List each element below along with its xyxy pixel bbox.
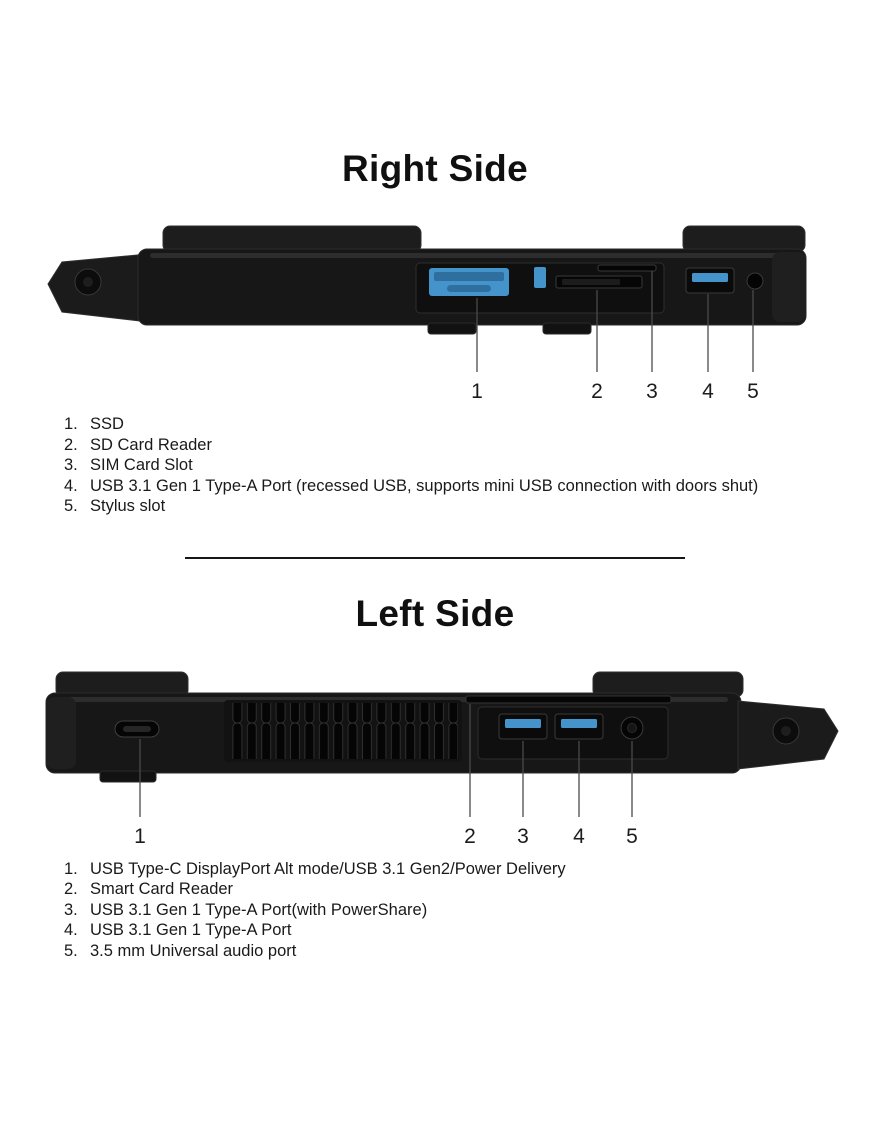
right-side-section: Right Side xyxy=(0,148,870,517)
left-hinge xyxy=(737,699,839,770)
usb-c-port xyxy=(114,720,160,737)
vent-grille xyxy=(224,699,462,762)
callout-4: 4 xyxy=(702,380,714,403)
callout-numbers: 1 2 3 4 5 xyxy=(471,380,759,403)
legend-item: 4. USB 3.1 Gen 1 Type-A Port xyxy=(64,920,852,941)
ssd-latch xyxy=(534,267,546,288)
callout-3: 3 xyxy=(646,380,658,403)
legend-label: USB 3.1 Gen 1 Type-A Port(with PowerShar… xyxy=(90,900,428,919)
right-side-legend: 1. SSD 2. SD Card Reader 3. SIM Card Slo… xyxy=(0,414,870,517)
callout-5: 5 xyxy=(747,380,759,403)
legend-item: 1. SSD xyxy=(64,414,852,435)
top-bumper-right xyxy=(682,225,806,253)
ssd-tray xyxy=(429,268,509,296)
legend-item: 2. SD Card Reader xyxy=(64,435,852,456)
callout-numbers: 1 2 3 4 5 xyxy=(134,825,638,848)
usb-a-port xyxy=(685,267,735,294)
legend-label: USB Type-C DisplayPort Alt mode/USB 3.1 … xyxy=(90,859,566,878)
callout-lines xyxy=(139,703,633,817)
callout-2: 2 xyxy=(464,825,476,848)
callout-4: 4 xyxy=(573,825,585,848)
legend-label: SD Card Reader xyxy=(90,435,212,454)
callout-1: 1 xyxy=(471,380,483,403)
callout-3: 3 xyxy=(517,825,529,848)
bottom-latch xyxy=(99,770,157,782)
legend-number: 3. xyxy=(64,456,78,474)
audio-jack xyxy=(620,716,644,739)
legend-number: 4. xyxy=(64,921,78,939)
legend-label: USB 3.1 Gen 1 Type-A Port (recessed USB,… xyxy=(90,476,759,495)
legend-item: 1. USB Type-C DisplayPort Alt mode/USB 3… xyxy=(64,859,852,880)
legend-label: Smart Card Reader xyxy=(90,880,234,898)
smart-card-slot xyxy=(465,695,672,703)
legend-number: 2. xyxy=(64,435,78,454)
right-side-illustration: 1 2 3 4 5 xyxy=(0,222,870,412)
bottom-latch xyxy=(427,322,477,335)
legend-number: 2. xyxy=(64,880,78,898)
legend-number: 5. xyxy=(64,941,78,960)
top-bumper-left xyxy=(162,225,422,253)
legend-item: 3. SIM Card Slot xyxy=(64,455,852,476)
legend-number: 5. xyxy=(64,497,78,515)
callout-5: 5 xyxy=(626,825,638,848)
legend-item: 5. Stylus slot xyxy=(64,496,852,517)
legend-item: 4. USB 3.1 Gen 1 Type-A Port (recessed U… xyxy=(64,476,852,497)
left-side-legend: 1. USB Type-C DisplayPort Alt mode/USB 3… xyxy=(0,859,870,962)
right-hinge xyxy=(47,253,149,323)
callout-lines xyxy=(476,271,754,372)
usb-a-port xyxy=(554,713,604,739)
right-side-title: Right Side xyxy=(342,148,528,189)
legend-label: SIM Card Slot xyxy=(90,456,193,474)
legend-number: 4. xyxy=(64,476,78,495)
legend-number: 1. xyxy=(64,415,78,433)
legend-number: 1. xyxy=(64,859,78,878)
legend-item: 2. Smart Card Reader xyxy=(64,879,852,900)
legend-item: 3. USB 3.1 Gen 1 Type-A Port(with PowerS… xyxy=(64,900,852,921)
callout-2: 2 xyxy=(591,380,603,403)
section-divider xyxy=(185,556,685,559)
bottom-latch xyxy=(542,322,592,335)
left-side-illustration: 1 2 3 4 5 xyxy=(0,667,870,857)
legend-item: 5. 3.5 mm Universal audio port xyxy=(64,941,852,962)
left-side-title: Left Side xyxy=(355,592,515,634)
sd-card-slot xyxy=(555,275,643,289)
left-side-section: Left Side xyxy=(0,593,870,962)
legend-number: 3. xyxy=(64,900,78,919)
stylus-slot xyxy=(746,272,764,290)
legend-label: SSD xyxy=(90,415,124,433)
legend-label: Stylus slot xyxy=(90,497,166,515)
legend-label: 3.5 mm Universal audio port xyxy=(90,941,297,960)
sim-card-slot xyxy=(597,264,657,272)
legend-label: USB 3.1 Gen 1 Type-A Port xyxy=(90,921,292,939)
usb-a-port-powershare xyxy=(498,713,548,739)
callout-1: 1 xyxy=(134,825,146,848)
